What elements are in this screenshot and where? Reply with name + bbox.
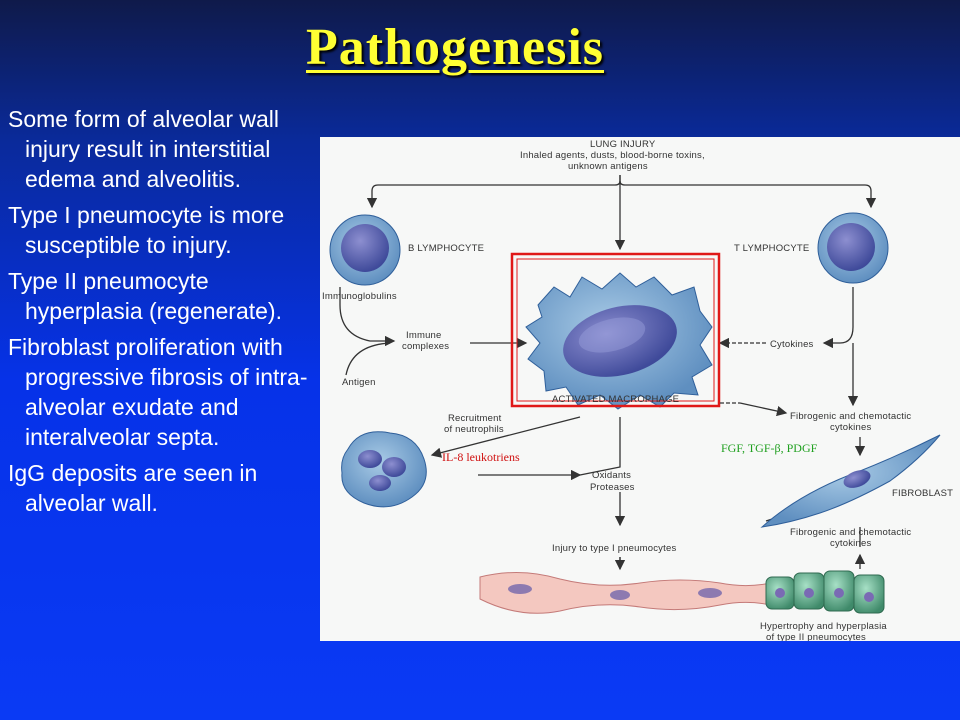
bullet-item: Fibroblast proliferation with progressiv… xyxy=(8,334,308,450)
cytokines-label: Cytokines xyxy=(770,339,814,350)
immunoglobulins-label: Immunoglobulins xyxy=(322,291,397,302)
alveolar-wall xyxy=(479,572,781,614)
t-lymphocyte-label: T LYMPHOCYTE xyxy=(734,243,809,254)
fibrogenic-label-2: cytokines xyxy=(830,538,871,549)
recruitment-label: of neutrophils xyxy=(444,424,504,435)
oxidants-label: Proteases xyxy=(590,482,635,493)
growth-factors-label: FGF, TGF-β, PDGF xyxy=(721,441,818,455)
fibrogenic-label-2: Fibrogenic and chemotactic xyxy=(790,527,911,538)
lung-injury-detail: Inhaled agents, dusts, blood-borne toxin… xyxy=(520,150,705,161)
hypertrophy-label: Hypertrophy and hyperplasia xyxy=(760,621,887,632)
immune-complexes-label: Immune xyxy=(406,330,442,341)
antigen-label: Antigen xyxy=(342,377,376,388)
bullet-item: Some form of alveolar wall injury result… xyxy=(8,106,279,192)
lung-injury-detail: unknown antigens xyxy=(568,161,648,172)
activated-macrophage-label: ACTIVATED MACROPHAGE xyxy=(552,394,679,405)
fibroblast-label: FIBROBLAST xyxy=(892,488,953,499)
injury-type1-label: Injury to type I pneumocytes xyxy=(552,543,676,554)
activated-macrophage-cell xyxy=(525,272,713,410)
t-lymphocyte-cell xyxy=(817,212,889,284)
pathogenesis-diagram: LUNG INJURY Inhaled agents, dusts, blood… xyxy=(320,137,960,641)
highlight-box xyxy=(510,252,721,408)
bullet-list: Some form of alveolar wall injury result… xyxy=(8,104,328,524)
recruitment-label: Recruitment xyxy=(448,413,502,424)
fibrogenic-label-1: Fibrogenic and chemotactic xyxy=(790,411,911,422)
right-arrows xyxy=(718,287,859,407)
oxidants-label: Oxidants xyxy=(592,470,631,481)
hypertrophy-label: of type II pneumocytes xyxy=(766,632,866,641)
slide-title: Pathogenesis xyxy=(306,19,604,76)
lung-injury-label: LUNG INJURY xyxy=(590,139,656,150)
macrophage-arrows xyxy=(430,402,788,565)
il8-leukotriens-label: IL-8 leukotriens xyxy=(442,450,520,464)
b-lymphocyte-label: B LYMPHOCYTE xyxy=(408,243,484,254)
b-lymphocyte-cell xyxy=(329,214,401,286)
diagram-svg: LUNG INJURY Inhaled agents, dusts, blood… xyxy=(322,139,953,641)
type-ii-pneumocytes xyxy=(765,570,885,614)
bullet-item: Type I pneumocyte is more susceptible to… xyxy=(8,202,285,258)
bullet-item: IgG deposits are seen in alveolar wall. xyxy=(8,460,258,516)
fibroblast-cell xyxy=(760,434,941,528)
top-arrows xyxy=(366,175,877,251)
bullet-item: Type II pneumocyte hyperplasia (regenera… xyxy=(8,268,282,324)
immune-complexes-label: complexes xyxy=(402,341,449,352)
fibrogenic-label-1: cytokines xyxy=(830,422,871,433)
neutrophil-cell xyxy=(341,431,427,508)
